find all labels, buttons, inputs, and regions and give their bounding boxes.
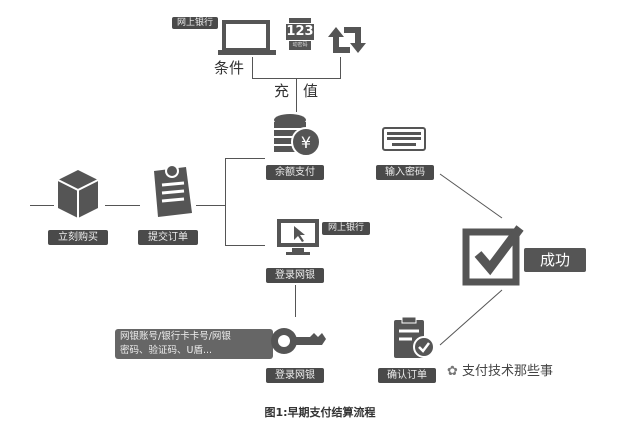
watermark: ✿ 支付技术那些事 [447,360,553,379]
figure-caption: 图1:早期支付结算流程 [264,406,376,419]
code-digits: 123 [286,24,314,40]
package-box-icon [57,170,99,218]
recharge-char-1: 充 [274,82,290,100]
login-bank-label-2: 登录网银 [266,368,324,383]
buy-now-label: 立刻购买 [48,230,108,245]
code-caption: 动密码 [289,41,311,50]
keyboard-icon [382,127,426,151]
watermark-text: 支付技术那些事 [462,364,554,379]
enter-password-label: 输入密码 [376,165,434,180]
success-label: 成功 [524,248,586,272]
clipboard-check-icon [394,316,435,358]
login-bank-label-1: 登录网银 [266,268,324,283]
coins-yen-icon: ¥ [274,114,321,157]
order-document-icon [154,164,192,217]
balance-pay-label: 余额支付 [266,165,324,180]
credentials-box: 网银账号/银行卡卡号/网银 密码、验证码、U盾... [115,329,273,359]
checkbox-checked-icon [462,225,524,286]
online-bank-tag: 网上银行 [172,17,218,29]
credentials-line-1: 网银账号/银行卡卡号/网银 [120,331,231,342]
code-token-icon: 123 动密码 [286,18,314,54]
laptop-icon [218,20,276,55]
svg-text:¥: ¥ [301,133,311,152]
recharge-char-2: 值 [303,82,319,100]
refresh-arrows-icon [328,27,366,53]
condition-label: 条件 [214,59,245,77]
credentials-line-2: 密码、验证码、U盾... [120,345,213,356]
monitor-cursor-icon [277,219,319,255]
key-icon [271,328,326,354]
confirm-order-label: 确认订单 [378,368,436,383]
submit-order-label: 提交订单 [138,230,198,245]
online-bank-tag-2: 网上银行 [322,222,370,235]
wechat-icon: ✿ [447,364,463,379]
